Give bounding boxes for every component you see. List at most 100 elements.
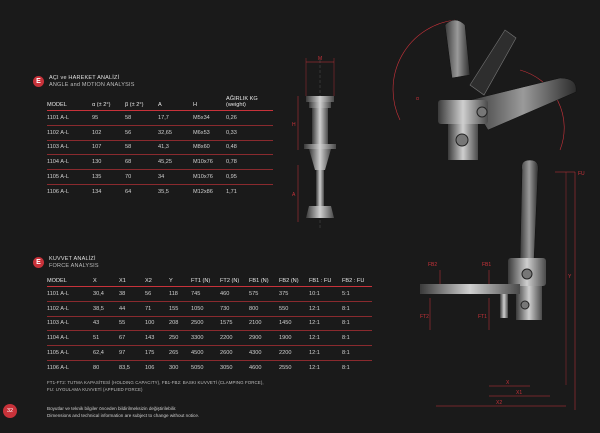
cell: 12:1 xyxy=(309,300,342,317)
cell: 107 xyxy=(92,139,125,155)
cell: 1575 xyxy=(220,315,249,331)
cell: M10x76 xyxy=(193,169,226,185)
force-section-header: E KUVVET ANALİZİ FORCE ANALYSIS xyxy=(33,256,99,270)
cell: M12x86 xyxy=(193,183,226,199)
cell: 35,5 xyxy=(158,183,193,199)
cell: 71 xyxy=(145,300,169,317)
cell: 265 xyxy=(169,345,191,361)
col-y: Y xyxy=(169,278,173,284)
cell: 1102 A-L xyxy=(47,300,93,317)
spindle-drawing: M H A xyxy=(292,56,336,228)
cell: 12:1 xyxy=(309,330,342,346)
notes-line2: FU: UYGULAMA KUVVETİ (APPLIED FORCE) xyxy=(47,387,143,392)
cell: 100 xyxy=(145,315,169,331)
cell: 250 xyxy=(169,330,191,346)
cell: 1104 A-L xyxy=(47,154,92,170)
angle-motion-section-header: E AÇI ve HAREKET ANALİZİ ANGLE and MOTIO… xyxy=(33,75,135,89)
cell: M5x34 xyxy=(193,110,226,126)
cell: 70 xyxy=(125,169,158,185)
cell: 4600 xyxy=(249,359,279,375)
cell: 1106 A-L xyxy=(47,359,93,375)
cell: 56 xyxy=(125,124,158,141)
col-ft1: FT1 (N) xyxy=(191,278,211,284)
cell: 56 xyxy=(145,286,169,302)
col-weight-en: (weight) xyxy=(226,102,246,108)
cell: 62,4 xyxy=(93,345,119,361)
cell: 58 xyxy=(125,139,158,155)
cell: 97 xyxy=(119,345,145,361)
col-beta: β (± 2°) xyxy=(125,102,144,108)
col-weight: AĞIRLIK KG(weight) xyxy=(226,96,273,111)
cell: 10:1 xyxy=(309,286,342,302)
col-model: MODEL xyxy=(47,278,67,284)
clamp-drawing: α β xyxy=(392,19,577,160)
cell: M10x76 xyxy=(193,154,226,170)
dim-alpha: α xyxy=(416,96,419,102)
force-drawing: FU Y FB2 FB1 FT2 FT1 X X1 X2 xyxy=(420,159,585,410)
cell: 130 xyxy=(92,154,125,170)
dim-y: Y xyxy=(568,274,572,280)
dim-fb2: FB2 xyxy=(428,262,437,268)
cell: 58 xyxy=(125,110,158,126)
cell: 2200 xyxy=(279,345,309,361)
cell: 8:1 xyxy=(342,359,372,375)
cell: 1105 A-L xyxy=(47,169,92,185)
dim-fb1: FB1 xyxy=(482,262,491,268)
cell: 575 xyxy=(249,286,279,302)
col-x: X xyxy=(93,278,97,284)
cell: 208 xyxy=(169,315,191,331)
cell: 8:1 xyxy=(342,300,372,317)
col-fb1-fu: FB1 : FU xyxy=(309,278,332,284)
cell: 5:1 xyxy=(342,286,372,302)
section1-title-en: ANGLE and MOTION ANALYSIS xyxy=(49,82,135,88)
cell: 0,95 xyxy=(226,169,273,185)
cell: 83,5 xyxy=(119,359,145,375)
cell: 34 xyxy=(158,169,193,185)
col-model: MODEL xyxy=(47,102,67,108)
col-a: A xyxy=(158,102,162,108)
col-fb2: FB2 (N) xyxy=(279,278,299,284)
col-x1: X1 xyxy=(119,278,126,284)
cell: 4300 xyxy=(249,345,279,361)
cell: 67 xyxy=(119,330,145,346)
dim-x: X xyxy=(506,380,510,386)
cell: 5050 xyxy=(191,359,220,375)
cell: 550 xyxy=(279,300,309,317)
cell: M8x60 xyxy=(193,139,226,155)
section-e-icon: E xyxy=(33,76,44,87)
cell: 32,65 xyxy=(158,124,193,141)
cell: 2100 xyxy=(249,315,279,331)
disclaimer-tr: Boyutlar ve teknik bilgiler önceden bild… xyxy=(47,406,177,411)
cell: 0,33 xyxy=(226,124,273,141)
dim-m: M xyxy=(318,56,322,62)
cell: 134 xyxy=(92,183,125,199)
cell: 1450 xyxy=(279,315,309,331)
dim-ft2: FT2 xyxy=(420,314,429,320)
dim-a: A xyxy=(292,192,296,198)
cell: 1103 A-L xyxy=(47,315,93,331)
force-table: MODEL X X1 X2 Y FT1 (N) FT2 (N) FB1 (N) … xyxy=(47,276,372,375)
section2-title-tr: KUVVET ANALİZİ xyxy=(49,256,96,262)
cell: 30,4 xyxy=(93,286,119,302)
cell: 730 xyxy=(220,300,249,317)
dim-fu: FU xyxy=(578,171,585,177)
force-notes: FT1-FT2: TUTMA KAPASİTESİ (HOLDING CAPAC… xyxy=(47,379,264,393)
cell: 8:1 xyxy=(342,345,372,361)
cell: 143 xyxy=(145,330,169,346)
cell: 3300 xyxy=(191,330,220,346)
cell: 68 xyxy=(125,154,158,170)
cell: 38 xyxy=(119,286,145,302)
disclaimer-en: Dimensions and technical information are… xyxy=(47,413,200,418)
cell: 1106 A-L xyxy=(47,183,92,199)
dim-x1: X1 xyxy=(516,390,522,396)
dim-ft1: FT1 xyxy=(478,314,487,320)
section2-title-en: FORCE ANALYSIS xyxy=(49,263,99,269)
